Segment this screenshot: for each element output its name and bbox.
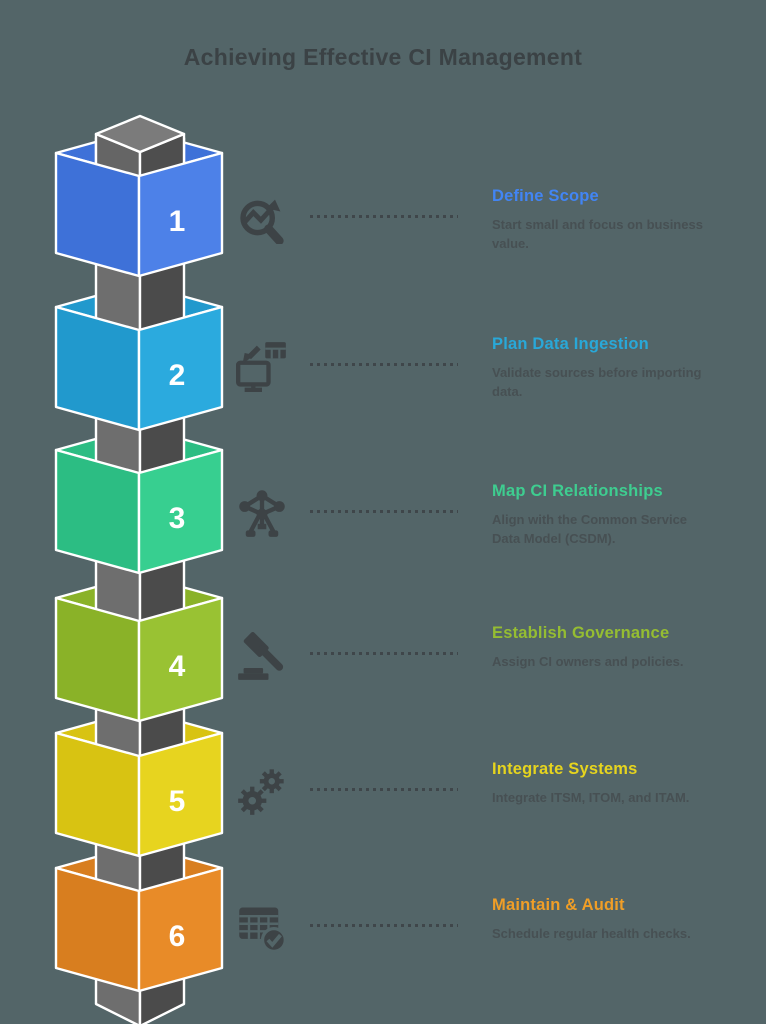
column-right-face bbox=[138, 136, 186, 1024]
connector-column bbox=[94, 136, 186, 1024]
gears-icon bbox=[236, 765, 288, 817]
gavel-icon bbox=[236, 629, 288, 681]
step-description: Start small and focus on business value. bbox=[492, 217, 703, 251]
step-text-block: Define Scope Start small and focus on bu… bbox=[492, 187, 710, 254]
step-description: Align with the Common Service Data Model… bbox=[492, 512, 688, 546]
step-text-block: Establish Governance Assign CI owners an… bbox=[492, 624, 710, 672]
audit-checklist-icon bbox=[236, 901, 288, 953]
step-row-6: Maintain & Audit Schedule regular health… bbox=[0, 896, 766, 953]
step-title: Plan Data Ingestion bbox=[492, 335, 649, 353]
step-title: Map CI Relationships bbox=[492, 482, 663, 500]
cap-left-face bbox=[94, 132, 142, 192]
step-title: Define Scope bbox=[492, 187, 599, 205]
dotted-connector bbox=[310, 924, 458, 927]
dotted-connector bbox=[310, 215, 458, 218]
dotted-connector bbox=[310, 363, 458, 366]
step-description: Assign CI owners and policies. bbox=[492, 654, 684, 669]
step-row-4: Establish Governance Assign CI owners an… bbox=[0, 624, 766, 681]
trend-search-icon bbox=[236, 192, 288, 244]
step-row-2: Plan Data Ingestion Validate sources bef… bbox=[0, 335, 766, 399]
step-description: Validate sources before importing data. bbox=[492, 365, 702, 399]
step-text-block: Plan Data Ingestion Validate sources bef… bbox=[492, 335, 710, 402]
cap-top-face bbox=[94, 114, 186, 154]
step-title: Establish Governance bbox=[492, 624, 670, 642]
top-cap-cube bbox=[94, 114, 186, 192]
page-title: Achieving Effective CI Management bbox=[183, 44, 583, 70]
step-row-3: Map CI Relationships Align with the Comm… bbox=[0, 482, 766, 546]
step-row-5: Integrate Systems Integrate ITSM, ITOM, … bbox=[0, 760, 766, 817]
dotted-connector bbox=[310, 788, 458, 791]
step-row-1: Define Scope Start small and focus on bu… bbox=[0, 187, 766, 251]
dotted-connector bbox=[310, 510, 458, 513]
step-title: Integrate Systems bbox=[492, 760, 638, 778]
data-import-icon bbox=[236, 340, 288, 392]
cap-right-face bbox=[138, 132, 186, 192]
step-text-block: Integrate Systems Integrate ITSM, ITOM, … bbox=[492, 760, 710, 808]
step-text-block: Maintain & Audit Schedule regular health… bbox=[492, 896, 710, 944]
dotted-connector bbox=[310, 652, 458, 655]
column-left-face bbox=[94, 136, 142, 1024]
network-structure-icon bbox=[236, 487, 288, 539]
step-title: Maintain & Audit bbox=[492, 896, 625, 914]
step-text-block: Map CI Relationships Align with the Comm… bbox=[492, 482, 710, 549]
step-description: Schedule regular health checks. bbox=[492, 926, 691, 941]
step-description: Integrate ITSM, ITOM, and ITAM. bbox=[492, 790, 690, 805]
